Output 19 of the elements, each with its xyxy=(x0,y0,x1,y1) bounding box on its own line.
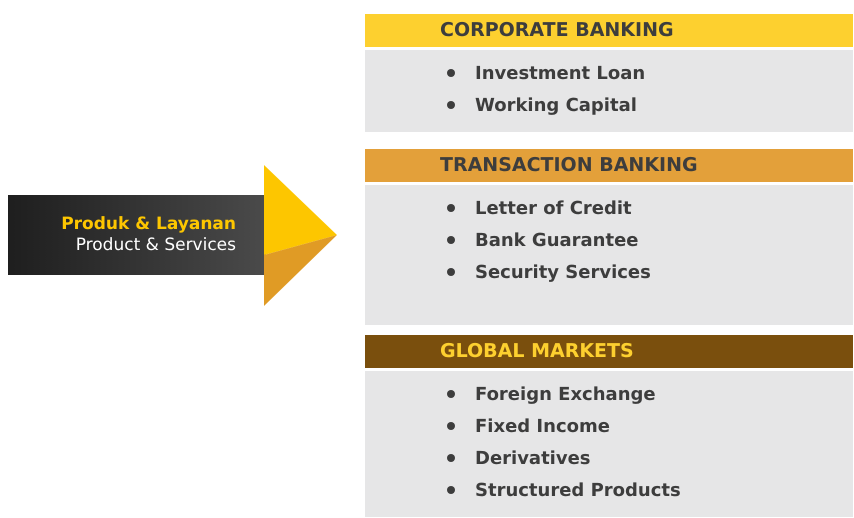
list-item: Investment Loan xyxy=(475,62,646,86)
list-item: Fixed Income xyxy=(475,414,610,438)
list-item: Structured Products xyxy=(475,478,681,502)
panel-title: TRANSACTION BANKING xyxy=(440,153,698,178)
chevron-arrow xyxy=(264,165,338,306)
category-panel xyxy=(365,14,853,132)
panel-title: GLOBAL MARKETS xyxy=(440,339,634,364)
list-item: Bank Guarantee xyxy=(475,228,639,252)
list-item: Security Services xyxy=(475,260,651,284)
category-panel xyxy=(365,335,853,517)
list-item: Derivatives xyxy=(475,446,591,470)
heading-text: Produk & Layanan xyxy=(61,214,236,235)
list-item: Working Capital xyxy=(475,94,637,118)
subheading-text: Product & Services xyxy=(76,235,236,256)
list-item: Letter of Credit xyxy=(475,196,632,220)
panel-title: CORPORATE BANKING xyxy=(440,18,674,44)
label-box xyxy=(8,195,266,275)
list-item: Foreign Exchange xyxy=(475,382,656,406)
category-panel xyxy=(365,149,853,325)
